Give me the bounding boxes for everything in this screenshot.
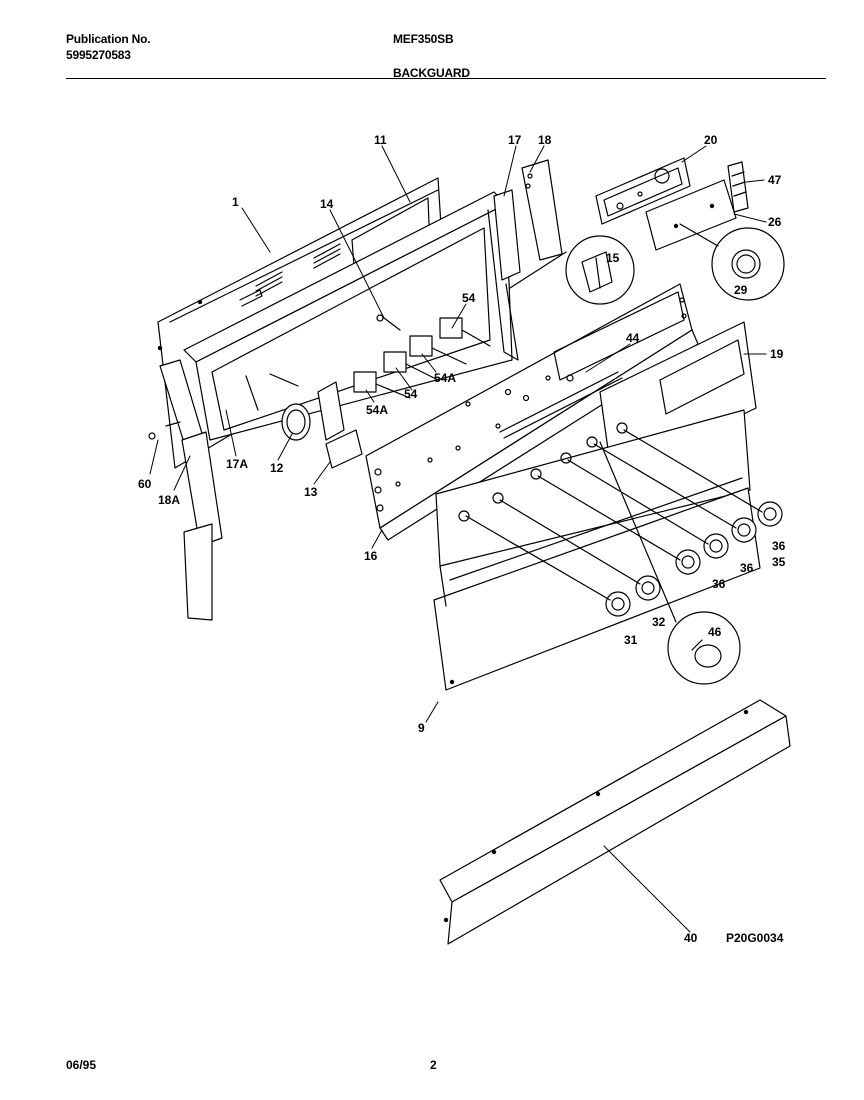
clock-assembly	[595, 157, 749, 251]
callout-20: 20	[704, 133, 718, 147]
callout-32: 32	[652, 615, 666, 629]
callout-1: 1	[232, 195, 239, 209]
control-knobs	[465, 429, 783, 617]
callout-36-mid: 36	[740, 561, 754, 575]
callout-44: 44	[626, 331, 640, 345]
footer-date: 06/95	[66, 1058, 97, 1072]
callout-46: 46	[708, 625, 722, 639]
callout-17A: 17A	[226, 457, 248, 471]
backguard-frame	[183, 191, 513, 441]
callout-9: 9	[418, 721, 425, 735]
selector-switch	[269, 373, 363, 469]
callout-labels: 1 11 14 17 18 20 47 26 15 29 54 19 44 54…	[138, 133, 786, 945]
callout-40: 40	[684, 931, 698, 945]
publication-number: 5995270583	[66, 48, 131, 62]
callout-54-top: 54	[462, 291, 476, 305]
part-29-detail	[679, 223, 785, 301]
callout-15: 15	[606, 251, 620, 265]
callout-16: 16	[364, 549, 378, 563]
callout-12: 12	[270, 461, 284, 475]
callout-60: 60	[138, 477, 152, 491]
callout-11: 11	[374, 133, 387, 147]
callout-47: 47	[768, 173, 782, 187]
callout-54-mid: 54	[404, 387, 418, 401]
part-15-detail	[509, 235, 635, 305]
leader-lines	[149, 145, 767, 933]
callout-54A-left: 54A	[366, 403, 388, 417]
publication-label: Publication No.	[66, 32, 151, 46]
callout-18A: 18A	[158, 493, 180, 507]
side-brackets	[487, 159, 563, 361]
callout-35: 35	[772, 555, 786, 569]
callout-54A-right: 54A	[434, 371, 456, 385]
callout-31: 31	[624, 633, 638, 647]
page-number: 2	[430, 1058, 437, 1072]
callout-13: 13	[304, 485, 318, 499]
callout-26: 26	[768, 215, 782, 229]
front-panel	[433, 409, 761, 691]
section-title: BACKGUARD	[393, 66, 470, 80]
part-46-detail	[599, 441, 741, 685]
callout-19: 19	[770, 347, 784, 361]
callout-29: 29	[734, 283, 748, 297]
callout-14: 14	[320, 197, 334, 211]
infinite-switches	[353, 317, 491, 399]
callout-18: 18	[538, 133, 552, 147]
callout-36-left: 36	[712, 577, 726, 591]
callout-17: 17	[508, 133, 522, 147]
header-rule	[66, 78, 826, 79]
left-side-trims	[148, 359, 223, 621]
callout-36-right: 36	[772, 539, 786, 553]
bottom-trim	[439, 699, 791, 945]
diagram-code: P20G0034	[726, 931, 784, 945]
model-number: MEF350SB	[393, 32, 454, 46]
